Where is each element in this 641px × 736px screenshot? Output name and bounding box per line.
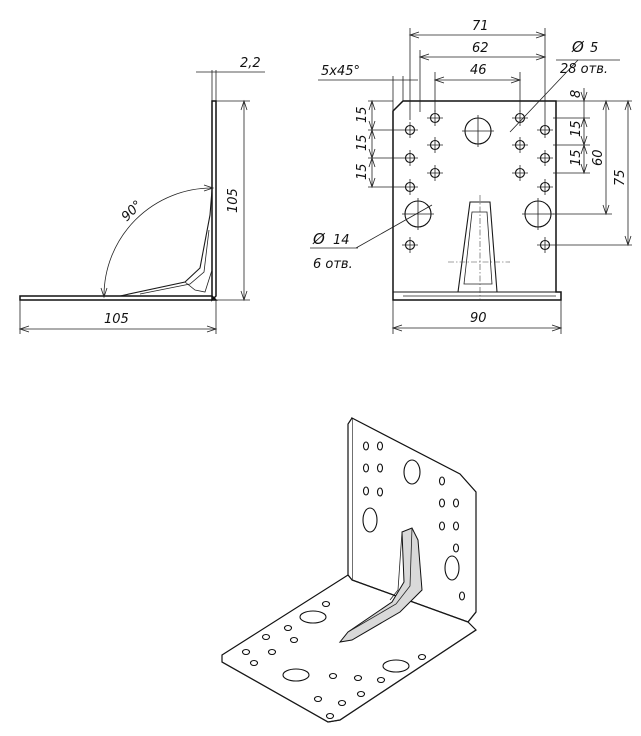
width-arrow-right [206, 325, 218, 333]
iso-large-hole [382, 659, 410, 673]
front-view: 71 62 46 5x45° Ø 5 28 отв. Ø 14 6 отв. [310, 19, 632, 334]
iso-hole [438, 521, 446, 531]
large-hole-count-label: 6 отв. [313, 257, 353, 272]
iso-hole [356, 690, 366, 698]
iso-base-fold [351, 579, 477, 623]
side-vertical-plate [211, 100, 217, 302]
iso-large-hole [282, 668, 310, 682]
iso-hole [438, 476, 446, 486]
large-hole-dia-symbol: Ø [312, 230, 326, 248]
iso-hole [283, 624, 293, 632]
small-hole-dia-symbol: Ø [571, 38, 585, 56]
iso-hole [328, 672, 338, 680]
iso-hole [362, 441, 370, 451]
small-hole-dia-label: 5 [590, 41, 598, 56]
dim-75-label: 75 [613, 169, 628, 186]
iso-hole [249, 659, 259, 667]
iso-rib [338, 527, 423, 643]
height-arrow-bottom [240, 290, 248, 302]
large-hole-leader [355, 204, 433, 249]
width-label: 105 [104, 312, 129, 327]
pitch-left-2: 15 [355, 134, 370, 151]
side-view: 90° 2,2 105 105 [18, 56, 265, 334]
top-offset-label: 8 [569, 90, 584, 98]
iso-vertical-edge [347, 417, 353, 581]
dim-60-label: 60 [591, 149, 606, 166]
iso-vertical-holes [362, 441, 466, 601]
small-hole-leader [509, 59, 579, 133]
iso-hole [241, 648, 251, 656]
iso-rib-crease-2 [389, 531, 403, 601]
iso-hole [362, 463, 370, 473]
thickness-label: 2,2 [240, 56, 261, 71]
pitch-right-1: 15 [569, 120, 584, 137]
side-horizontal-plate [19, 295, 218, 301]
front-rib [457, 201, 498, 293]
iso-hole [417, 653, 427, 661]
iso-hole [325, 712, 335, 720]
hole-centermarks [402, 110, 553, 253]
isometric-view [221, 417, 477, 723]
dim-46-label: 46 [470, 63, 487, 78]
iso-hole [376, 463, 384, 473]
dim-62-label: 62 [472, 41, 489, 56]
chamfer-label: 5x45° [321, 64, 360, 79]
iso-hole [376, 487, 384, 497]
side-rib-inner [139, 229, 210, 295]
angle-arc [103, 187, 213, 297]
side-rib [119, 189, 213, 297]
iso-large-hole [362, 507, 378, 533]
angle-label: 90° [119, 198, 146, 225]
height-arrow-top [240, 99, 248, 111]
width-arrow-left [18, 325, 30, 333]
iso-hole [438, 498, 446, 508]
iso-hole [452, 521, 460, 531]
dim-90-label: 90 [470, 311, 487, 326]
iso-large-hole [444, 555, 460, 581]
pitch-right-2: 15 [569, 149, 584, 166]
front-rib-inner [463, 211, 493, 285]
iso-rib-crease [347, 527, 413, 633]
dim-71-label: 71 [472, 19, 489, 34]
iso-hole [452, 498, 460, 508]
iso-hole [376, 676, 386, 684]
iso-large-hole [299, 610, 327, 624]
large-hole-dia-label: 14 [333, 233, 350, 248]
pitch-left-3: 15 [355, 163, 370, 180]
pitch-left-1: 15 [355, 106, 370, 123]
iso-base-front-edge [221, 629, 477, 723]
height-label: 105 [226, 188, 241, 213]
iso-base-holes [241, 600, 427, 720]
iso-hole [376, 441, 384, 451]
iso-hole [289, 636, 299, 644]
iso-hole [362, 486, 370, 496]
iso-hole [267, 648, 277, 656]
iso-hole [353, 674, 363, 682]
iso-hole [321, 600, 331, 608]
small-hole-count-label: 28 отв. [560, 62, 608, 77]
iso-hole [337, 699, 347, 707]
iso-hole [452, 543, 460, 553]
iso-large-hole [403, 459, 421, 485]
side-rib-edge [184, 269, 213, 293]
large-holes [402, 115, 554, 230]
iso-hole [261, 633, 271, 641]
iso-hole [313, 695, 323, 703]
angle-arrow-1 [100, 287, 108, 299]
iso-hole [458, 591, 466, 601]
angle-arrow-2 [203, 184, 215, 192]
